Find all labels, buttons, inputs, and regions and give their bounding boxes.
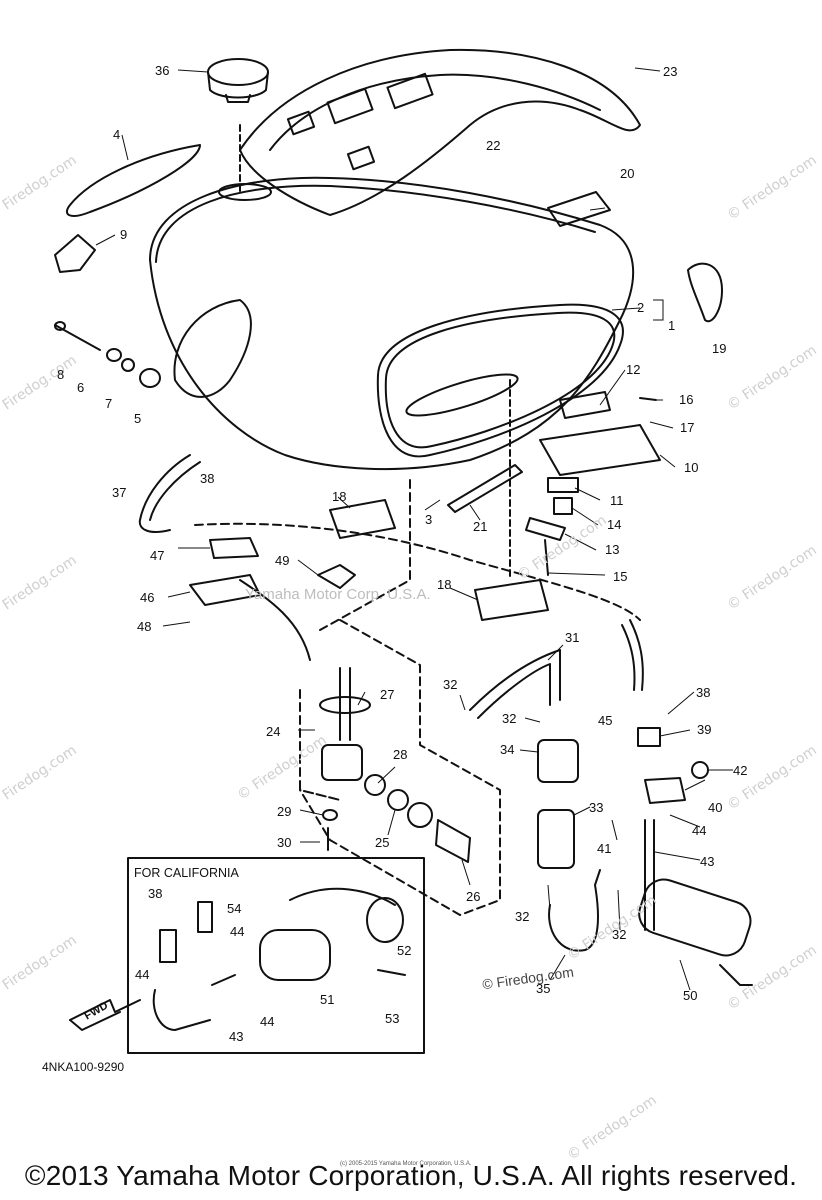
callout: 4 <box>113 127 121 142</box>
callout: 54 <box>227 901 242 916</box>
diagram-code: 4NKA100-9290 <box>42 1060 125 1074</box>
callout: 18 <box>437 577 452 592</box>
callout: 22 <box>486 138 501 153</box>
fwd-arrow <box>69 999 141 1021</box>
callout: 28 <box>393 747 408 762</box>
callout: 19 <box>712 341 727 356</box>
callout: 26 <box>466 889 481 904</box>
callout: 32 <box>612 927 627 942</box>
callout: 44 <box>230 924 245 939</box>
copyright-footer: ©2013 Yamaha Motor Corporation, U.S.A. A… <box>24 1160 798 1191</box>
tank-badge <box>376 303 624 458</box>
callout: 42 <box>733 763 748 778</box>
callout: 31 <box>565 630 580 645</box>
callout: 3 <box>425 512 433 527</box>
inset-title: FOR CALIFORNIA <box>134 866 239 880</box>
callout: 35 <box>536 981 551 996</box>
callout: 51 <box>320 992 335 1007</box>
callout: 6 <box>77 380 85 395</box>
callout: 39 <box>697 722 712 737</box>
callout: 10 <box>684 460 699 475</box>
callout: 20 <box>620 166 635 181</box>
fineprint: (c) 2005-2015 Yamaha Motor Corporation, … <box>340 1161 472 1167</box>
callout: 45 <box>598 713 613 728</box>
callout: 25 <box>375 835 390 850</box>
callout: 9 <box>120 227 128 242</box>
callout: 37 <box>112 485 127 500</box>
callout: 38 <box>200 471 215 486</box>
callout: 44 <box>260 1014 275 1029</box>
callout: 1 <box>668 318 676 333</box>
callout: 41 <box>597 841 612 856</box>
callout: 24 <box>266 724 281 739</box>
seat-cover <box>239 48 641 216</box>
callout: 36 <box>155 63 170 78</box>
emblem-left <box>65 144 201 217</box>
callout: 44 <box>692 823 707 838</box>
callout: 2 <box>637 300 645 315</box>
callout: 33 <box>589 800 604 815</box>
callout: 53 <box>385 1011 400 1026</box>
callout: 32 <box>443 677 458 692</box>
callout: 23 <box>663 64 678 79</box>
callout: 38 <box>148 886 163 901</box>
callout: 43 <box>229 1029 244 1044</box>
callout: 38 <box>696 685 711 700</box>
callout: 52 <box>397 943 412 958</box>
callout: 43 <box>700 854 715 869</box>
callout: 32 <box>515 909 530 924</box>
callout: 15 <box>613 569 628 584</box>
callout: 40 <box>708 800 723 815</box>
callout: 17 <box>680 420 695 435</box>
callout: 21 <box>473 519 488 534</box>
callout: 49 <box>275 553 290 568</box>
callout: 12 <box>626 362 641 377</box>
callout: 16 <box>679 392 694 407</box>
callout: 34 <box>500 742 515 757</box>
callout: 32 <box>502 711 517 726</box>
callout: 14 <box>607 517 622 532</box>
callout: 50 <box>683 988 698 1003</box>
callout: 5 <box>134 411 142 426</box>
callout: 13 <box>605 542 620 557</box>
callout: 7 <box>105 396 113 411</box>
callout: 48 <box>137 619 152 634</box>
callout: 47 <box>150 548 165 563</box>
callout: 44 <box>135 967 150 982</box>
callout: 46 <box>140 590 155 605</box>
callout: 8 <box>57 367 65 382</box>
callout: 27 <box>380 687 395 702</box>
callout: 29 <box>277 804 292 819</box>
center-watermark: Yamaha Motor Corp. U.S.A. <box>245 586 431 603</box>
callout: 30 <box>277 835 292 850</box>
callout: 11 <box>610 493 624 508</box>
callout: 18 <box>332 489 347 504</box>
california-inset <box>127 857 425 1054</box>
